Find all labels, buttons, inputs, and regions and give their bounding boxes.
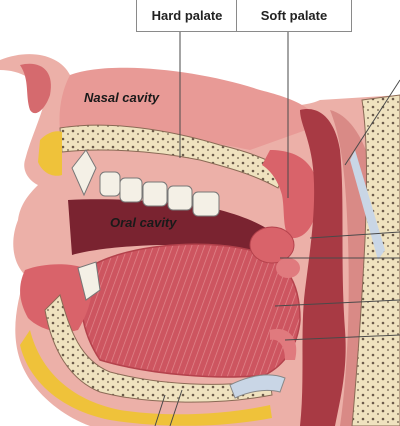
soft-palate [262, 150, 319, 239]
mandible-bone [44, 294, 273, 403]
nostril-fold [20, 63, 51, 114]
pharynx [300, 109, 346, 426]
ligament [350, 150, 385, 260]
hyoid-bone [229, 374, 286, 399]
chin-fat [20, 330, 272, 426]
epiglottis [270, 329, 297, 360]
lower-lip [20, 264, 92, 332]
vertebrae [351, 94, 400, 426]
tonsil [249, 226, 295, 264]
tongue [80, 243, 301, 378]
oral-cavity-label: Oral cavity [110, 215, 177, 230]
hard-palate-bone [59, 124, 286, 189]
tonsil-lower [276, 258, 300, 278]
soft-palate-label: Soft palate [236, 0, 352, 32]
nasal-cavity-label: Nasal cavity [84, 90, 160, 105]
leader-lines [154, 32, 400, 426]
hard-palate-label: Hard palate [136, 0, 237, 32]
upper-teeth [71, 149, 220, 217]
upper-fat [38, 131, 62, 176]
lower-tooth [77, 261, 101, 301]
oral-cavity-space [68, 199, 282, 255]
